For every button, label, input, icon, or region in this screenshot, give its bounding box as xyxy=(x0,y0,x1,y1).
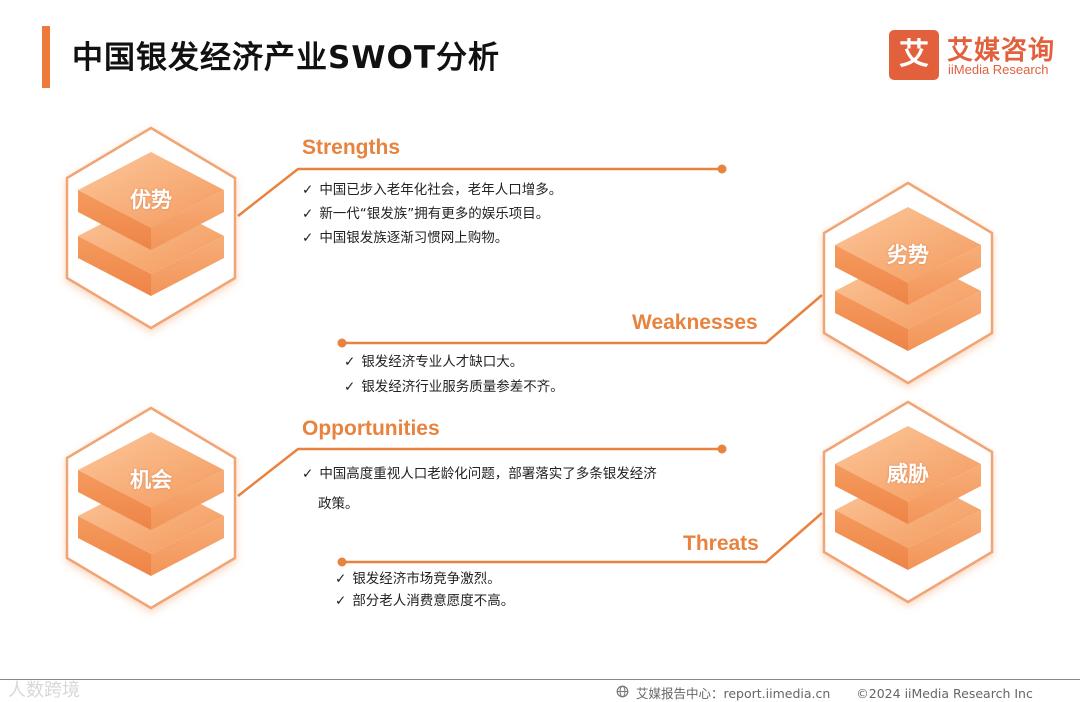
weaknesses-item: 银发经济行业服务质量参差不齐。 xyxy=(344,375,564,400)
weaknesses-heading: Weaknesses xyxy=(632,311,758,335)
strengths-item: 新一代“银发族”拥有更多的娱乐项目。 xyxy=(302,202,562,226)
copyright-text: ©2024 iiMedia Research Inc xyxy=(856,686,1033,701)
opportunities-item: 中国高度重视人口老龄化问题，部署落实了多条银发经济 xyxy=(302,459,657,489)
threats-label: 威胁 xyxy=(848,458,968,488)
threats-item: 部分老人消费意愿度不高。 xyxy=(335,590,514,612)
strengths-hexagon xyxy=(67,128,235,328)
source-text: 艾媒报告中心：report.iimedia.cn xyxy=(636,686,830,701)
strengths-item: 中国已步入老年化社会，老年人口增多。 xyxy=(302,178,562,202)
globe-icon xyxy=(616,685,629,701)
opportunities-item-continued: 政策。 xyxy=(302,489,657,519)
weaknesses-list: 银发经济专业人才缺口大。 银发经济行业服务质量参差不齐。 xyxy=(344,350,564,400)
opportunities-label: 机会 xyxy=(91,464,211,494)
strengths-item: 中国银发族逐渐习惯网上购物。 xyxy=(302,226,562,250)
threats-item: 银发经济市场竞争激烈。 xyxy=(335,568,514,590)
footer-divider xyxy=(0,679,1080,680)
opportunities-heading: Opportunities xyxy=(302,417,440,441)
opportunities-hexagon xyxy=(67,408,235,608)
threats-hexagon xyxy=(824,402,992,602)
weaknesses-label: 劣势 xyxy=(848,239,968,269)
strengths-heading: Strengths xyxy=(302,136,400,160)
strengths-label: 优势 xyxy=(91,184,211,214)
weaknesses-item: 银发经济专业人才缺口大。 xyxy=(344,350,564,375)
strengths-list: 中国已步入老年化社会，老年人口增多。 新一代“银发族”拥有更多的娱乐项目。 中国… xyxy=(302,178,562,250)
opportunities-list: 中国高度重视人口老龄化问题，部署落实了多条银发经济 政策。 xyxy=(302,459,657,519)
threats-list: 银发经济市场竞争激烈。 部分老人消费意愿度不高。 xyxy=(335,568,514,612)
footer-source: 艾媒报告中心：report.iimedia.cn ©2024 iiMedia R… xyxy=(616,683,1033,702)
threats-heading: Threats xyxy=(683,532,759,556)
weaknesses-hexagon xyxy=(824,183,992,383)
watermark: 人数跨境 xyxy=(8,676,80,702)
